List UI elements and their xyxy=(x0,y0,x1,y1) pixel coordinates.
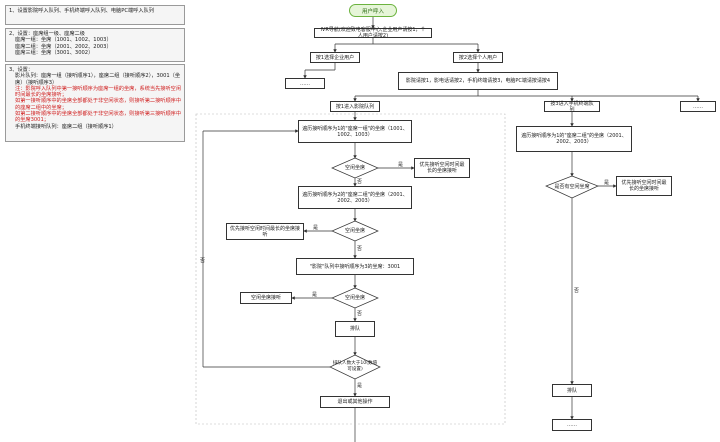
ivr-node: IVR导航(欢迎致电客服中心,企业用户请按1，个人用户请按2) xyxy=(314,27,432,39)
note-order-line-red: 注：影院呼入队列中第一接听顺序为座席一组的坐席，系统当先接听空闲时间最长的坐席接… xyxy=(15,85,182,99)
note-queues: 1、设置影院呼入队列、手机终端呼入队列、电脑PC端呼入队列 xyxy=(5,5,185,25)
press2-node: 按2选择个人用户 xyxy=(453,52,503,63)
iterate-group2-right-node: 遍历接听顺序为1的"座席二组"的坐席（2001、2002、2003） xyxy=(516,126,632,152)
decision-idle2: 空闲坐席 xyxy=(344,228,365,234)
start-terminal: 用户呼入 xyxy=(349,4,397,17)
enter-cinema-queue-node: 按1进入影院队列 xyxy=(330,101,380,112)
answer-longest1-node: 优先接听空闲时间最长的坐席接听 xyxy=(414,158,470,178)
note-order-line: 影片队列：座席一组（接听顺序1），座席二组（接听顺序2），3001（坐席）（接听… xyxy=(15,73,181,86)
note-seat-groups-title: 2、设置：座席组一级、座席二级 xyxy=(9,31,85,37)
yes-label: 是 xyxy=(604,180,610,186)
no-label: 否 xyxy=(357,179,363,185)
dots-bottom-right-node: …… xyxy=(552,419,592,431)
idle-answer-node: 空闲坐席接听 xyxy=(240,292,292,304)
iterate-group2-node: 遍历接听顺序为2的"座席二组"的坐席（2001、2002、2003） xyxy=(298,186,412,209)
note-order-line-red: 如第一接听顺序中的坐席全部都处于非空闲状态，则接听第二接听顺序中的座席二组中的坐… xyxy=(15,98,182,111)
note-seat-groups: 2、设置：座席组一级、座席二级 座席一组：坐席（1001、1002、1003） … xyxy=(5,28,185,62)
exit-node: 退出或其他操作 xyxy=(320,396,390,408)
answer-longest-right-node: 优先接听空闲时间最长的坐席接听 xyxy=(616,176,672,196)
decision-idle1: 空闲坐席 xyxy=(344,165,365,171)
submenu-node: 影院请按1，影电话请按2，手机终端请按3，电脑PC端请按请按4 xyxy=(398,72,558,90)
no-label: 否 xyxy=(357,246,363,252)
press1-node: 按1选择企业用户 xyxy=(310,52,360,63)
answer-longest2-node: 优先接听空闲时间最长的坐席接听 xyxy=(226,223,304,240)
dots-left-node: …… xyxy=(285,78,325,89)
yes-label: 是 xyxy=(398,162,404,168)
iterate-group1-node: 遍历接听顺序为1的"座席一组"的坐席（1001、1002、1003） xyxy=(298,120,412,143)
yes-label: 是 xyxy=(313,225,319,231)
no-label: 否 xyxy=(200,258,206,264)
dots-right-node: …… xyxy=(680,101,716,112)
queue-node: 排队 xyxy=(335,321,375,337)
note-seat-line: 座席一组：坐席（1001、1002、1003） xyxy=(15,37,112,44)
no-label: 否 xyxy=(574,288,580,294)
decision-right-idle: 是否有空闲坐席 xyxy=(554,184,590,190)
enter-mobile-queue-node: 按3进入手机终端队列 xyxy=(544,101,600,113)
note-queue-order: 3、设置： 影片队列：座席一组（接听顺序1），座席二组（接听顺序2），3001（… xyxy=(5,64,185,142)
note-order-line-red: 如第二接听顺序中的坐席全部都处于非空闲状态，则接听第三接听顺序中的坐席3001； xyxy=(15,111,182,124)
note-seat-line: 座席二组：坐席（2001、2002、2003） xyxy=(15,43,112,50)
note-queues-text: 1、设置影院呼入队列、手机终端呼入队列、电脑PC端呼入队列 xyxy=(9,8,154,14)
yes-label: 是 xyxy=(312,292,318,298)
note-order-line: 手机终端接听队列：座席二组（接听顺序1） xyxy=(15,123,117,130)
queue-right-node: 排队 xyxy=(552,384,592,397)
decision-wait: 排队人数大于10(数值可设置) xyxy=(332,361,378,372)
yes-label: 是 xyxy=(357,383,363,389)
note-seat-line: 座席三组：坐席（3001、3002） xyxy=(15,49,94,56)
seat-3001-node: "影院"队列中接听顺序为3的坐席：3001 xyxy=(296,258,414,275)
note-queue-order-title: 3、设置： xyxy=(9,67,34,73)
decision-idle3: 空闲坐席 xyxy=(344,295,365,301)
no-label: 否 xyxy=(357,311,363,317)
